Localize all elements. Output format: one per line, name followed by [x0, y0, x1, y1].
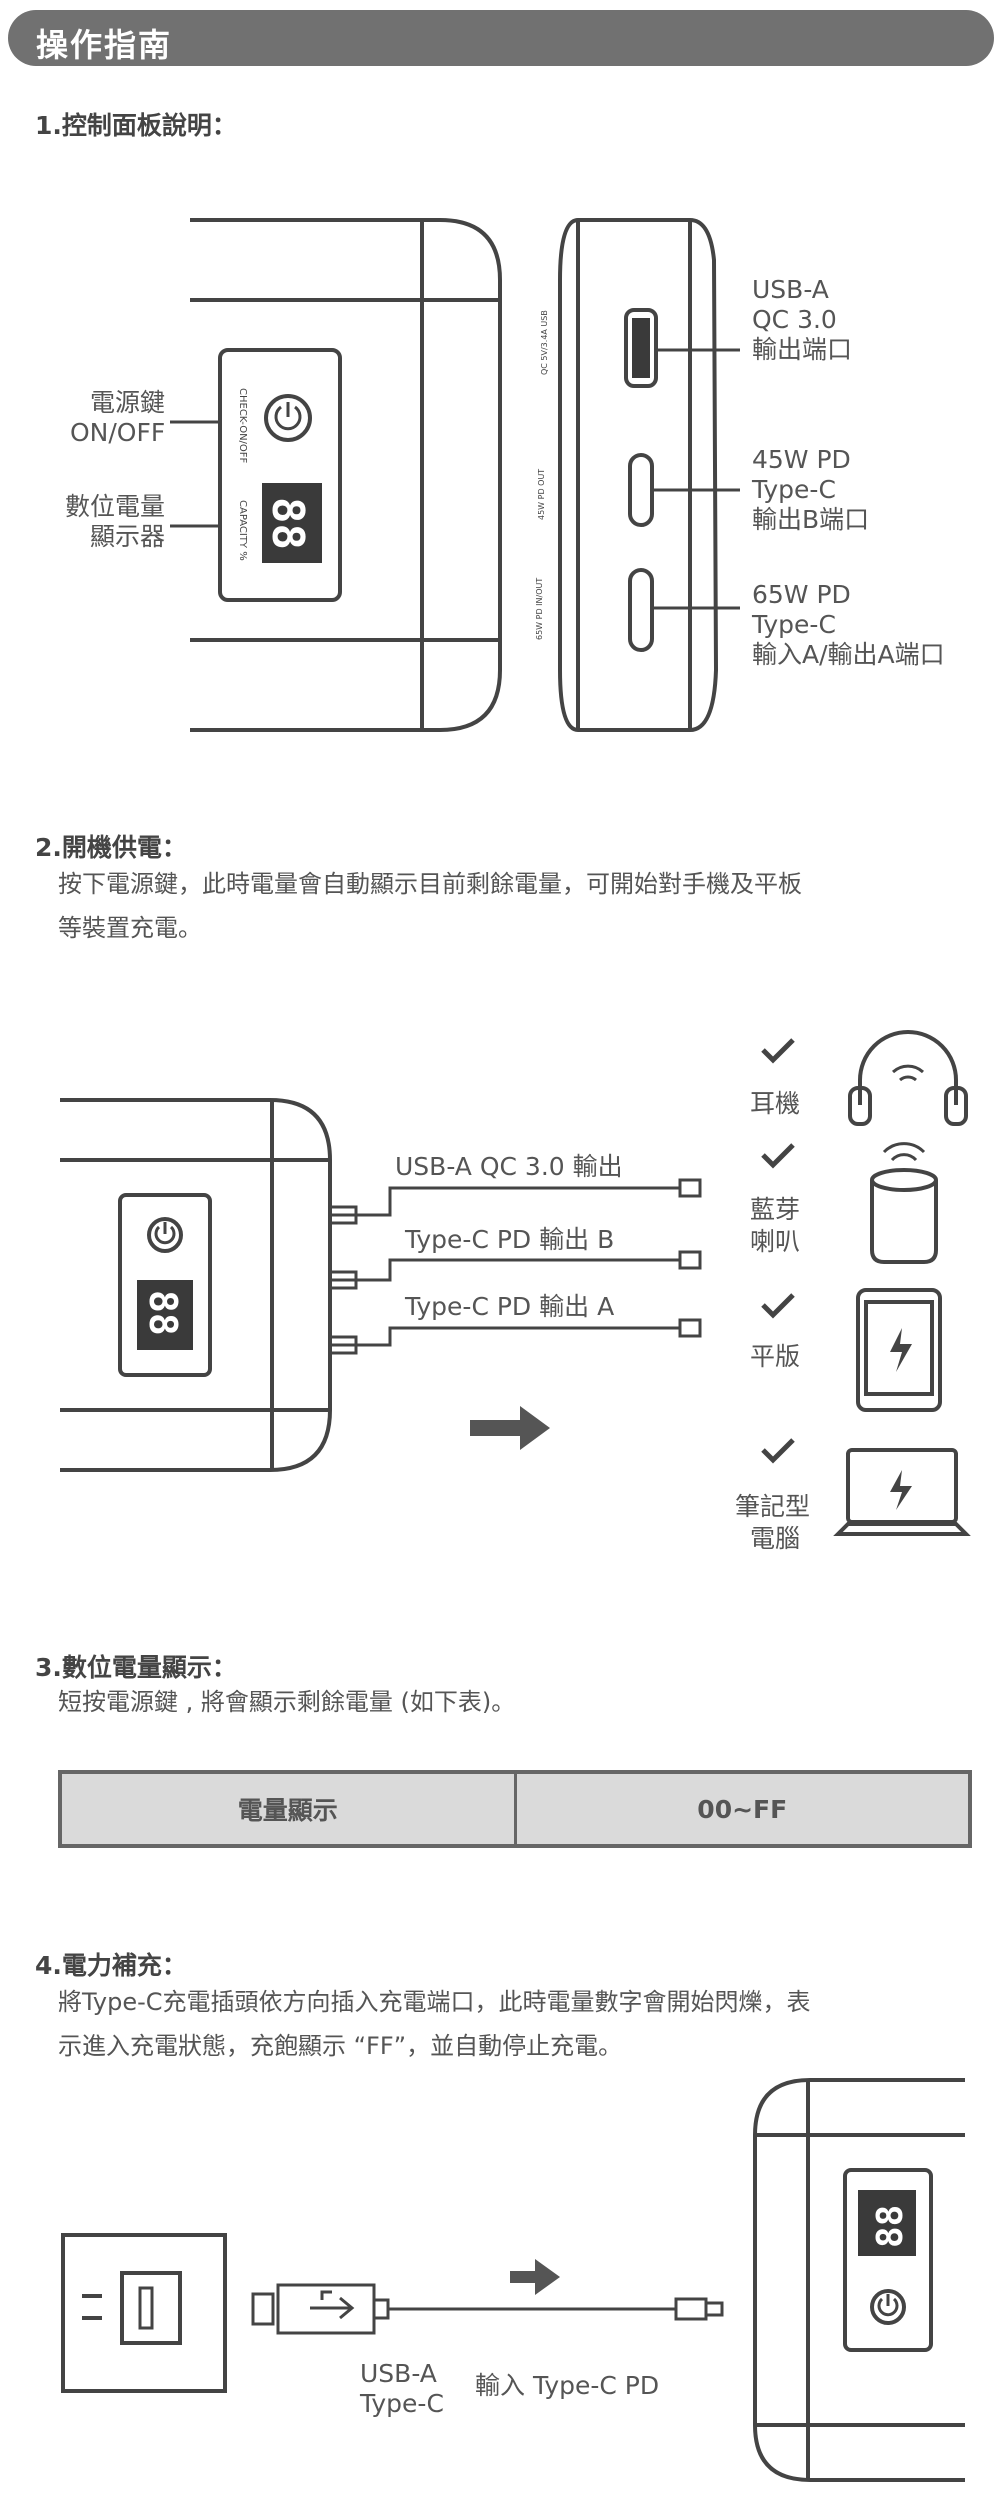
- cable-label-typec: Type-C: [359, 2389, 444, 2418]
- input-label: 輸入 Type-C PD: [475, 2371, 659, 2400]
- device-label-speaker-2: 喇叭: [750, 1227, 800, 1256]
- cable-label-usba: USB-A: [360, 2359, 437, 2388]
- port-qc-label: QC 5V/3.4A USB: [540, 310, 549, 375]
- title-banner: 操作指南: [8, 10, 994, 66]
- check-label: CHECK-ON/OFF: [237, 388, 248, 464]
- device-label-speaker-1: 藍芽: [750, 1195, 800, 1224]
- laptop-icon: [833, 1448, 971, 1536]
- speaker-icon: [870, 1142, 938, 1264]
- power-on-diagram: 88 USB-A QC 3.0 輸出 Type-C PD 輸出 B Type-C…: [60, 1030, 971, 1553]
- page-title: 操作指南: [36, 26, 173, 64]
- pd45-port-label: 45W PD Type-C 輸出B端口: [752, 445, 870, 534]
- cable-label-pd-a: Type-C PD 輸出 A: [404, 1292, 614, 1321]
- sec2-display-digits: 88: [141, 1290, 185, 1336]
- table-col-range: 00~FF: [513, 1774, 969, 1844]
- device-label-laptop-1: 筆記型: [735, 1492, 810, 1521]
- capacity-table: 電量顯示 00~FF: [58, 1770, 972, 1848]
- headphones-icon: [848, 1030, 968, 1126]
- sec4-display-digits: 88: [870, 2205, 911, 2248]
- section4-text: 將Type-C充電插頭依方向插入充電端口，此時電量數字會開始閃爍，表 示進入充電…: [58, 1988, 811, 2060]
- section4-heading: 4.電力補充：: [35, 1951, 187, 1980]
- charge-direction-arrow-icon: [510, 2259, 560, 2295]
- control-panel-diagram: 88 CHECK-ON/OFF CAPACITY % QC 5V/3.4A US…: [170, 218, 740, 732]
- usba-port-label: USB-A QC 3.0 輸出端口: [752, 275, 853, 364]
- section3-text: 短按電源鍵 , 將會顯示剩餘電量 (如下表)。: [58, 1688, 516, 1716]
- power-key-label: 電源鍵 ON/OFF: [70, 388, 166, 447]
- device-label-tablet: 平版: [750, 1342, 800, 1371]
- pd65-port-label: 65W PD Type-C 輸入A/輸出A端口: [752, 580, 945, 669]
- device-label-laptop-2: 電腦: [750, 1524, 800, 1553]
- section2-text: 按下電源鍵，此時電量會自動顯示目前剩餘電量，可開始對手機及平板 等裝置充電。: [58, 870, 802, 942]
- charging-diagram: 88 USB-A Type-C 輸入 Type-C PD: [61, 2078, 965, 2482]
- capacity-label: CAPACITY %: [237, 500, 248, 561]
- cable-label-usba: USB-A QC 3.0 輸出: [395, 1152, 623, 1181]
- device-label-headphones: 耳機: [750, 1089, 800, 1118]
- section1-heading: 1.控制面板說明：: [35, 111, 237, 140]
- panel-display-digits: 88: [262, 497, 313, 550]
- digital-display-label: 數位電量 顯示器: [64, 492, 165, 551]
- tablet-icon: [856, 1288, 942, 1412]
- port-65-label: 65W PD IN/OUT: [535, 578, 544, 640]
- port-45-label: 45W PD OUT: [537, 469, 546, 520]
- direction-arrow-icon: [470, 1406, 550, 1450]
- section2-heading: 2.開機供電：: [35, 833, 187, 862]
- cable-label-pd-b: Type-C PD 輸出 B: [404, 1225, 614, 1254]
- section3-heading: 3.數位電量顯示：: [35, 1653, 237, 1682]
- table-col-display: 電量顯示: [237, 1796, 338, 1825]
